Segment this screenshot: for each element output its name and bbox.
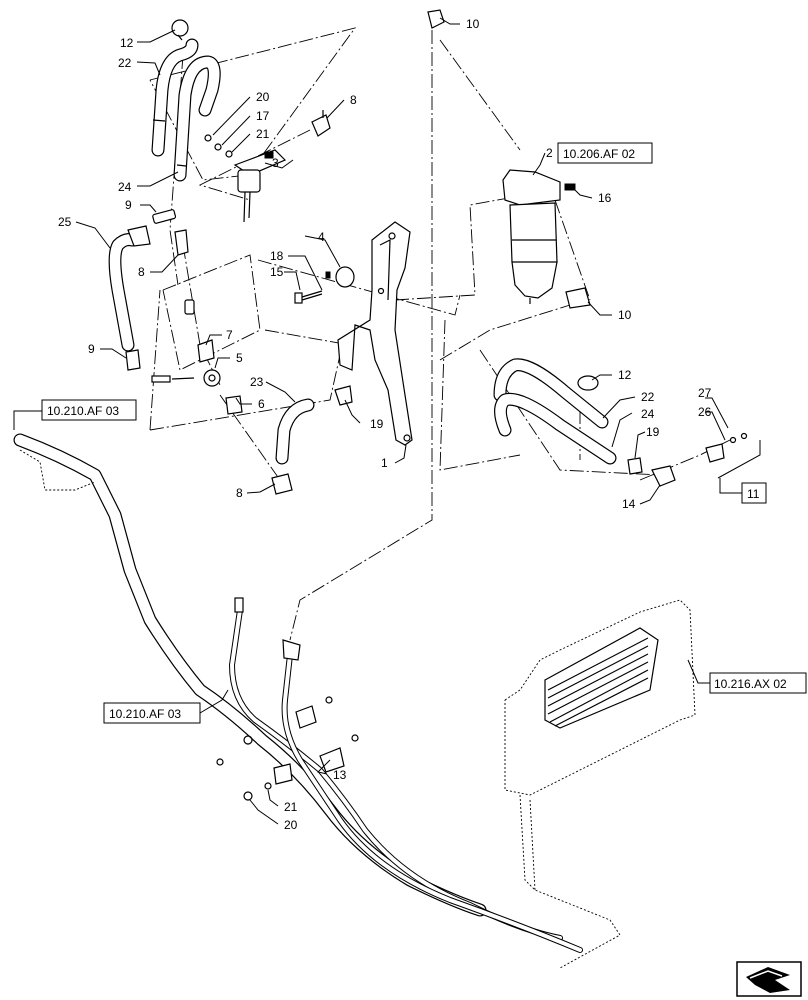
hose-23 <box>275 398 315 465</box>
callout-12-right: 12 <box>618 368 632 382</box>
clamp-4 <box>325 266 355 288</box>
callout-12-upper: 12 <box>120 36 134 50</box>
ref-10-210-af-03-top[interactable]: 10.210.AF 03 <box>47 404 119 418</box>
callout-5: 5 <box>236 351 243 365</box>
washers-20-17-21 <box>204 134 233 158</box>
callout-21-upper: 21 <box>256 127 270 141</box>
elbow-14 <box>651 465 676 487</box>
filter-assembly-3 <box>233 149 287 223</box>
ref-10-216-ax-02[interactable]: 10.216.AX 02 <box>714 677 787 691</box>
clamp-12-right <box>577 375 599 391</box>
callout-10-top: 10 <box>466 17 480 31</box>
callout-4: 4 <box>318 230 325 244</box>
oil-cooler <box>504 599 696 969</box>
main-tube-right <box>281 639 583 953</box>
hose-25 <box>108 233 139 352</box>
callout-2: 2 <box>546 146 553 160</box>
callout-8-left: 8 <box>138 265 145 279</box>
callout-21-lower: 21 <box>284 800 298 814</box>
callout-19-right: 19 <box>646 425 660 439</box>
callout-17: 17 <box>256 109 270 123</box>
callout-22-right: 22 <box>641 390 655 404</box>
hose-22-upper <box>151 38 199 157</box>
phantom-lines <box>149 27 731 641</box>
callout-8-bottom: 8 <box>236 486 243 500</box>
leader-lines <box>13 17 742 825</box>
ref-10-206-af-02[interactable]: 10.206.AF 02 <box>563 147 635 161</box>
adapter-26-27 <box>705 432 761 479</box>
callout-20-lower: 20 <box>284 818 298 832</box>
main-hose-left <box>13 433 487 917</box>
callout-25: 25 <box>58 215 72 229</box>
view-direction-arrow-icon <box>736 961 802 997</box>
fitting-10-right <box>565 287 591 309</box>
callout-27: 27 <box>698 386 712 400</box>
callout-22-upper: 22 <box>118 56 132 70</box>
fitting-9-top <box>127 209 177 247</box>
bracket-1 <box>337 221 413 446</box>
callout-6: 6 <box>258 397 265 411</box>
callout-24-upper: 24 <box>118 180 132 194</box>
fitting-8-top <box>311 110 331 137</box>
callout-26: 26 <box>698 405 712 419</box>
clamp-12-upper <box>171 19 189 41</box>
callout-13: 13 <box>333 768 347 782</box>
reference-boxes: 10.210.AF 03 10.206.AF 02 10.210.AF 03 1… <box>41 142 807 724</box>
callout-15: 15 <box>270 265 284 279</box>
callout-18: 18 <box>270 249 284 263</box>
callout-23: 23 <box>250 375 264 389</box>
clip-19-right <box>627 457 643 475</box>
fuel-filter-2 <box>427 9 576 304</box>
callout-3: 3 <box>272 156 279 170</box>
callout-14: 14 <box>622 497 636 511</box>
callout-numbers: 12 22 24 20 17 21 8 3 9 25 8 4 18 15 9 7… <box>58 17 712 832</box>
callout-16: 16 <box>598 191 612 205</box>
callout-20-upper: 20 <box>256 90 270 104</box>
callout-10-right: 10 <box>618 308 632 322</box>
ref-10-210-af-03-mid[interactable]: 10.210.AF 03 <box>109 707 181 721</box>
callout-8-top: 8 <box>350 93 357 107</box>
callout-19-left: 19 <box>370 417 384 431</box>
callout-11: 11 <box>747 487 760 501</box>
fitting-8-bottom <box>271 473 293 495</box>
fitting-9-lower <box>125 349 141 371</box>
bolt-15 <box>294 290 323 304</box>
callout-1: 1 <box>381 456 388 470</box>
hose-24-upper <box>173 55 221 182</box>
callout-7: 7 <box>226 328 233 342</box>
clip-19-left <box>334 385 353 406</box>
callout-24-right: 24 <box>641 407 655 421</box>
hose-22-right <box>493 358 609 429</box>
callout-9-lower: 9 <box>88 342 95 356</box>
fittings-7-5-6 <box>151 299 243 415</box>
callout-9-top: 9 <box>125 198 132 212</box>
fitting-8-left <box>174 229 189 256</box>
hose-24-right <box>494 392 617 465</box>
